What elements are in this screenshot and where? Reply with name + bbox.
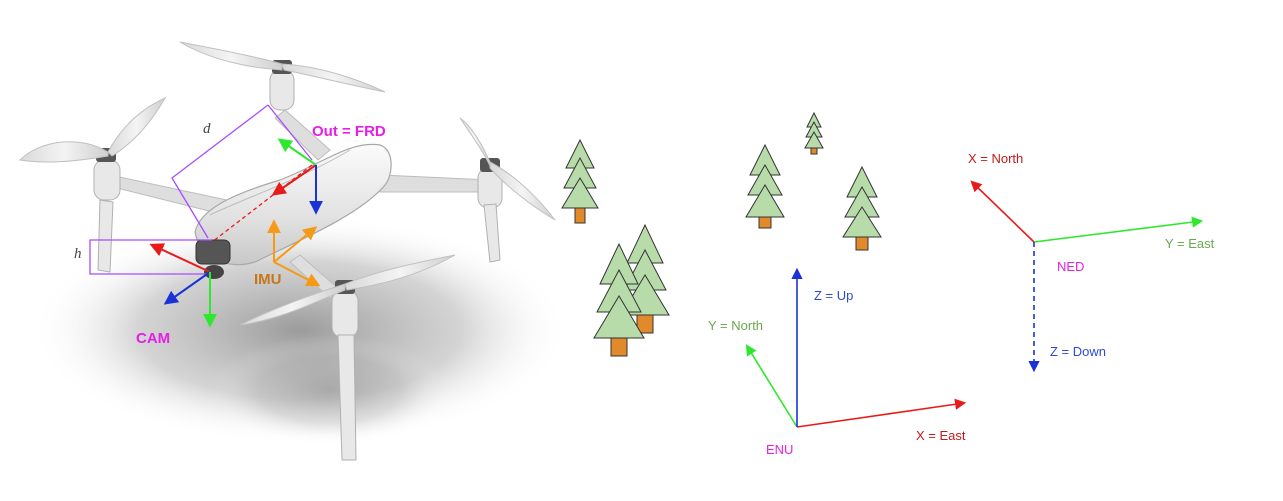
tree — [561, 138, 599, 224]
offset-h-label: h — [74, 246, 82, 262]
drone-body — [194, 143, 392, 266]
drone-motors — [93, 69, 503, 461]
frd-output-label: Out = FRD — [312, 123, 386, 140]
tree — [842, 165, 882, 251]
tree — [804, 111, 824, 155]
frd-axes — [271, 138, 323, 215]
cam-axes — [149, 243, 217, 328]
drone-propellers — [18, 41, 556, 326]
ned-y-axis — [1033, 216, 1204, 243]
offset-h-bracket — [89, 239, 212, 275]
offset-d-bracket — [171, 104, 313, 239]
tree — [745, 143, 785, 229]
imu-axes — [267, 219, 321, 287]
enu-z-label: Z = Up — [814, 288, 853, 303]
camera-gimbal — [195, 239, 231, 265]
offset-d-label: d — [203, 121, 211, 137]
frd-camera-dashed-link — [211, 164, 313, 243]
enu-y-axis — [745, 344, 798, 428]
imu-label: IMU — [254, 271, 282, 288]
ned-frame: NED X = North Y = East Z = Down — [968, 151, 1215, 373]
ned-y-label: Y = East — [1165, 236, 1215, 251]
enu-frame: ENU X = East Y = North Z = Up — [708, 267, 967, 457]
ned-label: NED — [1057, 259, 1084, 274]
enu-x-axis — [796, 398, 967, 428]
trees — [561, 111, 882, 357]
ned-z-label: Z = Down — [1050, 344, 1106, 359]
drone-illustration: Out = FRD IMU CAM d h — [18, 41, 570, 461]
enu-x-label: X = East — [916, 428, 966, 443]
cam-label: CAM — [136, 330, 170, 347]
enu-y-label: Y = North — [708, 318, 763, 333]
enu-label: ENU — [766, 442, 793, 457]
ned-x-label: X = North — [968, 151, 1023, 166]
tree — [593, 242, 645, 357]
ned-x-axis — [970, 180, 1035, 243]
